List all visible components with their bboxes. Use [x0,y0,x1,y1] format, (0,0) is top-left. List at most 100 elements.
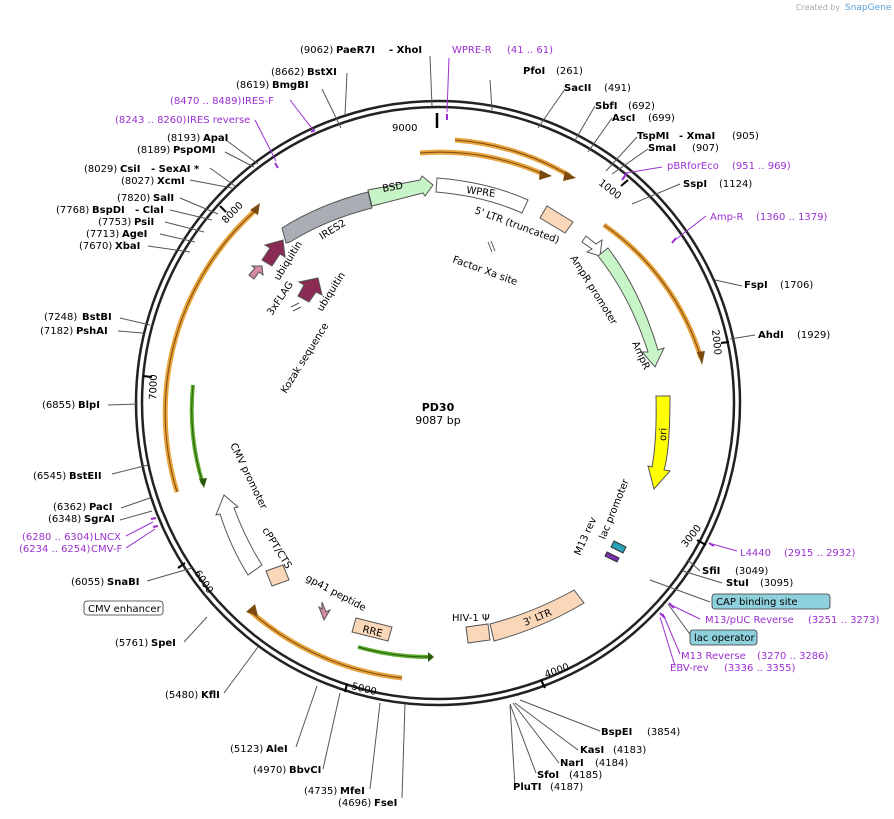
cap-binding-site-label: CAP binding site [716,597,798,608]
primer-range: (3270 .. 3286) [757,651,829,662]
site-pos: (5480) [165,690,198,701]
site-name: MfeI [340,786,365,797]
ori-label: ori [658,428,669,441]
site-pos: (5123) [230,744,263,755]
cppt-label: cPPT/CTS [259,526,293,571]
primer-name: LNCX [94,532,121,543]
site-pos: (3854) [647,727,680,738]
ltr3-feature [489,589,585,642]
gp41-feature [317,601,332,622]
cmv-promoter-label: CMV promoter [227,441,269,511]
site-name: KflI [201,690,220,701]
m13rev-label: M13 rev [573,516,600,558]
site-pos: (6362) [53,502,86,513]
site-pos: (491) [604,83,631,94]
kozak-label: Kozak sequence [279,321,331,395]
site-name: BspDI [92,205,125,216]
site-name: TspMI [637,131,669,142]
cppt-feature [265,564,290,587]
rre-label: RRE [361,624,383,640]
site-name: SacII [564,83,591,94]
site-pos: (3049) [735,566,768,577]
site-pos: (6545) [33,471,66,482]
tick-marks [142,113,730,693]
site-pos: (7753) [98,217,131,228]
site-name: PfoI [523,66,545,77]
primer-range: (951 .. 969) [732,161,791,172]
site-name2: - ClaI [135,205,164,216]
primer-name: IRES-F [242,96,274,107]
site-pos: (261) [556,66,583,77]
site-pos: (7182) [40,326,73,337]
outer-arcs [162,137,704,681]
gp41-label: gp41 peptide [304,573,368,614]
outer-arc-arrowheads [199,170,705,662]
site-pos: (4187) [550,782,583,793]
primer-range: (6280 .. 6304) [22,532,94,543]
site-pos: (692) [628,101,655,112]
site-pos: (7713) [86,229,119,240]
cmv-promoter-feature [215,494,263,576]
rre-feature [351,617,393,642]
primer-range: (2915 .. 2932) [784,548,856,559]
site-name2: - XhoI [389,45,422,56]
tick-label-9000: 9000 [392,123,417,134]
site-name: BlpI [78,400,100,411]
ubiquitin-feature-1 [261,239,286,267]
tick-label-1000: 1000 [596,178,623,202]
site-pos: (4184) [595,758,628,769]
tick-label-4000: 4000 [543,662,571,681]
site-name: PluTI [513,782,541,793]
factor-xa-mark-2 [490,240,496,252]
site-name: SmaI [648,143,676,154]
backbone [134,99,742,707]
site-pos: (4183) [613,745,646,756]
site-name: SfiI [702,566,720,577]
plasmid-name: PD30 [422,401,455,414]
site-labels-right: PfoI (261) SacII (491) SbfI (692) AscI (… [513,66,830,793]
site-name: BmgBI [272,80,309,91]
snapgene-logo: SnapGene [845,3,892,13]
primer-name: EBV-rev [670,663,709,674]
primer-range: (41 .. 61) [507,45,553,56]
factor-xa-mark-1 [487,241,493,253]
kozak-mark-1 [290,302,300,308]
site-name: FseI [374,798,397,809]
site-name: PspOMI [173,145,215,156]
bsd-label: BSD [382,180,405,194]
site-name: XcmI [157,176,185,187]
site-pos: (8189) [137,145,170,156]
site-name: PshAI [76,326,108,337]
primer-range: (1360 .. 1379) [756,212,828,223]
hiv-psi-label: HIV-1 Ψ [452,613,490,624]
primer-range: (8470 .. 8489) [170,96,242,107]
site-pos: (8027) [121,176,154,187]
site-pos: (8662) [271,67,304,78]
site-name: AscI [612,113,635,124]
site-pos: (9062) [300,45,333,56]
primer-name: Amp-R [710,212,744,223]
site-name: SspI [683,179,707,190]
site-pos: (6855) [42,400,75,411]
ampr-feature [597,247,665,368]
ltr5-feature [539,205,574,234]
wpre-label: WPRE [466,185,496,200]
site-pos: (3095) [760,578,793,589]
primer-name: CMV-F [91,544,122,555]
primer-range: (8243 .. 8260) [115,115,187,126]
primer-name: pBRforEco [667,161,719,172]
primer-name: WPRE-R [452,45,492,56]
site-name: ApaI [203,133,228,144]
kozak-mark-2 [292,306,302,312]
site-name: SbfI [595,101,617,112]
site-pos: (7248) [44,312,77,323]
site-pos: (4970) [253,765,286,776]
site-pos: (6055) [71,577,104,588]
site-pos: (907) [692,143,719,154]
hiv-psi-feature [465,623,491,644]
primer-range: (3336 .. 3355) [724,663,796,674]
flag3x-feature [248,265,264,280]
site-name: BstBI [82,312,112,323]
